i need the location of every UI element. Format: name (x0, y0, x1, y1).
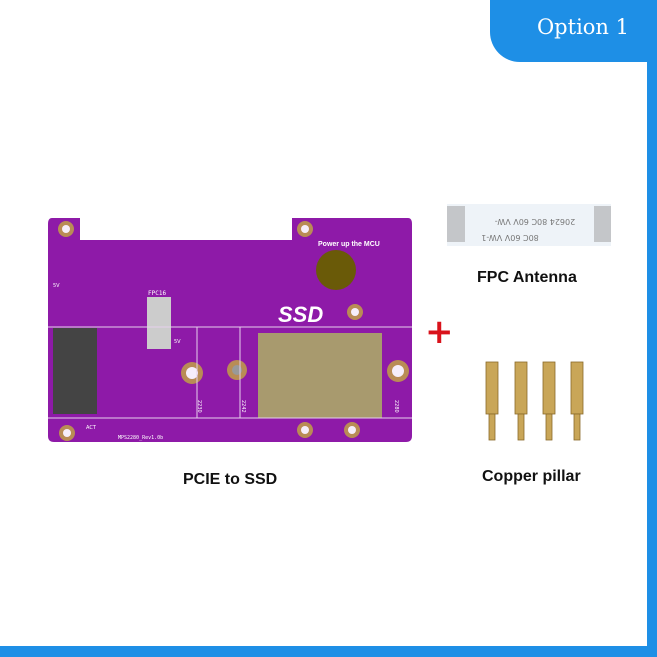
silk-2280: 2280 (393, 400, 399, 413)
option-badge: Option 1 (490, 0, 657, 62)
option-label: Option 1 (536, 15, 629, 39)
silk-5v-b: 5V (174, 339, 181, 345)
frame-bottom (0, 646, 657, 657)
pcie-ssd-board (48, 218, 412, 442)
silk-5v-a: 5V (53, 283, 60, 289)
silk-fpc: FPC16 (148, 290, 166, 297)
silk-act: ACT (86, 425, 97, 431)
board-caption: PCIE to SSD (183, 471, 278, 488)
fpc-print-1: 80C 60V VW-1 (481, 233, 539, 242)
silk-2230: 2230 (196, 400, 202, 413)
frame-right (647, 0, 657, 657)
plus-icon: + (425, 312, 454, 352)
fpc-print-2: 20624 80C 60V VW- (495, 217, 576, 226)
pillar-caption: Copper pillar (482, 468, 581, 485)
fpc-antenna-cable (447, 204, 611, 246)
silk-power: Power up the MCU (318, 241, 380, 248)
fpc-caption: FPC Antenna (477, 269, 577, 286)
silk-ssd: SSD (278, 302, 323, 327)
silk-2242: 2242 (240, 400, 246, 413)
copper-pillars (485, 361, 584, 441)
silk-rev: MPS2280_Rev1.0b (118, 435, 163, 441)
